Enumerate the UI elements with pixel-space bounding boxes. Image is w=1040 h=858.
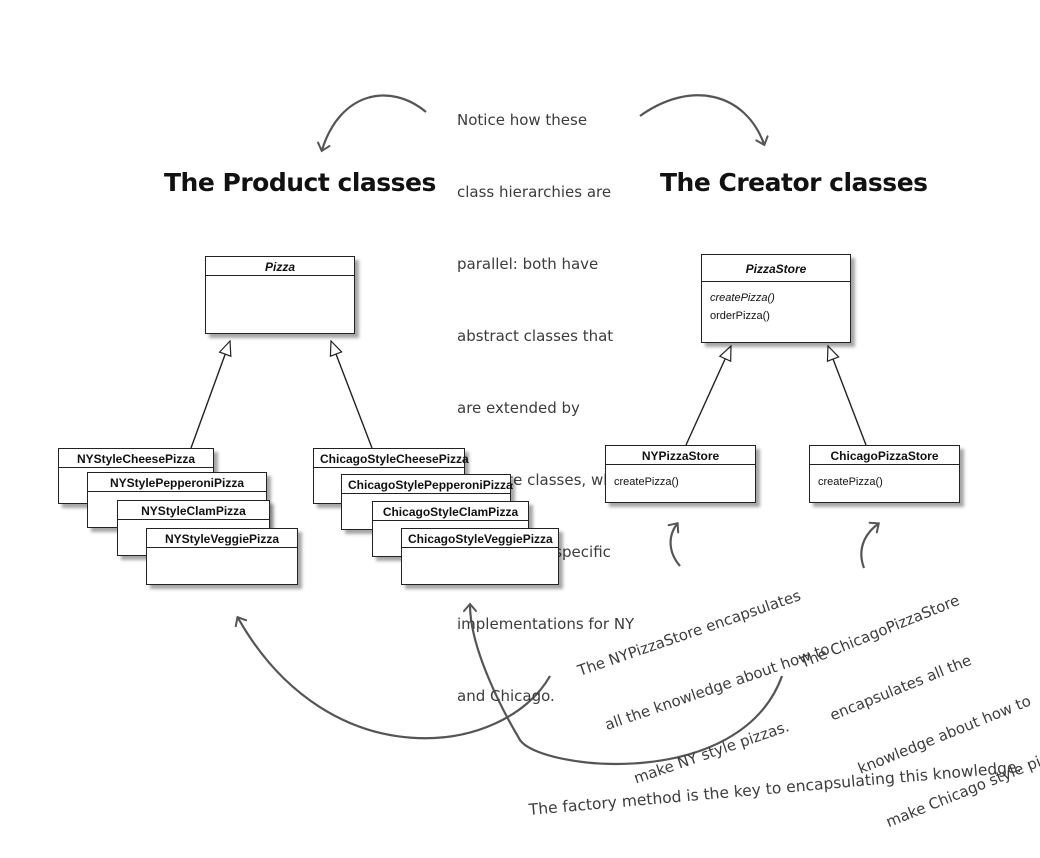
sweep-arrow-to-ny-pizzas — [234, 615, 551, 740]
ny-pizzastore-methods: createPizza() — [606, 465, 755, 495]
note-line: Notice how these — [457, 111, 588, 129]
chicago-veggie-pizza-box: ChicagoStyleVeggiePizza — [401, 528, 559, 585]
curved-arrow-left — [317, 94, 427, 153]
inherit-chicago-pizza — [331, 341, 373, 449]
method-order-pizza: orderPizza() — [710, 310, 770, 322]
creator-classes-heading: The Creator classes — [660, 168, 928, 197]
curved-arrow-right — [639, 94, 769, 147]
class-name: ChicagoStyleClamPizza — [373, 502, 528, 521]
parallel-hierarchies-note: Notice how these class hierarchies are p… — [457, 60, 635, 732]
pizza-class-body — [206, 276, 354, 284]
pizza-class-box: Pizza — [205, 256, 355, 334]
sweep-arrow-to-chicago-pizzas — [463, 602, 784, 766]
class-name: NYStyleClamPizza — [118, 501, 269, 520]
method-create-pizza: createPizza() — [710, 292, 775, 304]
note-line: class hierarchies are — [457, 183, 612, 201]
class-name: NYStylePepperoniPizza — [88, 473, 266, 492]
ny-veggie-pizza-box: NYStyleVeggiePizza — [146, 528, 298, 585]
inherit-ny-pizza — [190, 341, 230, 449]
note-line: are extended by — [457, 399, 580, 417]
note-line: implementations for NY — [457, 615, 635, 633]
note-line: and Chicago. — [457, 687, 555, 705]
note-arrow-ny — [667, 521, 681, 567]
inherit-ny-store — [685, 346, 732, 446]
pizzastore-class-name: PizzaStore — [702, 255, 850, 282]
note-line: parallel: both have — [457, 255, 599, 273]
class-name: NYStyleVeggiePizza — [147, 529, 297, 548]
ny-pizzastore-class-name: NYPizzaStore — [606, 446, 755, 465]
class-name: ChicagoStyleCheesePizza — [314, 449, 469, 468]
class-name: ChicagoStyleVeggiePizza — [402, 529, 558, 548]
class-name: NYStyleCheesePizza — [59, 449, 213, 468]
method-create-pizza: createPizza() — [614, 476, 679, 488]
pizzastore-class-box: PizzaStore createPizza() orderPizza() — [701, 254, 851, 343]
inherit-chicago-store — [828, 346, 867, 446]
ny-pizzastore-class-box: NYPizzaStore createPizza() — [605, 445, 756, 503]
method-create-pizza: createPizza() — [818, 476, 883, 488]
chicago-pizzastore-class-box: ChicagoPizzaStore createPizza() — [809, 445, 960, 503]
note-arrow-chicago — [860, 521, 881, 569]
pizza-class-name: Pizza — [206, 257, 354, 276]
product-classes-heading: The Product classes — [164, 168, 436, 197]
class-name: ChicagoStylePepperoniPizza — [342, 475, 513, 494]
chicago-pizzastore-methods: createPizza() — [810, 465, 959, 495]
chicago-pizzastore-class-name: ChicagoPizzaStore — [810, 446, 959, 465]
note-line: abstract classes that — [457, 327, 614, 345]
pizzastore-methods: createPizza() orderPizza() — [702, 282, 850, 329]
